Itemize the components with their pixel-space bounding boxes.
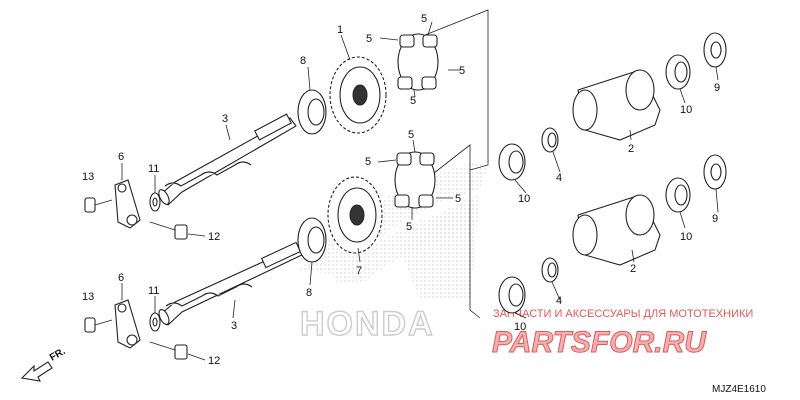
washer-lower [149,312,161,332]
bolt-13-upper [84,197,113,213]
callout-10-c: 10 [680,104,692,116]
drum-2-upper [572,69,661,141]
callout-3-lower: 3 [231,320,237,332]
shift-arm-lower [114,299,141,349]
callout-4-upper: 4 [556,172,562,184]
callout-11-lower: 11 [148,285,159,297]
callout-8-upper: 8 [300,55,306,67]
callout-1: 1 [337,24,343,36]
callout-6-upper: 6 [118,151,124,163]
bearing-10-b [498,276,526,314]
callout-5-a: 5 [366,33,372,45]
bearing-10-d [665,177,691,213]
shaft-upper [158,113,297,206]
watermark-site: PARTSFOR.RU [492,326,707,359]
leader-lines [121,21,719,361]
callout-9-lower: 9 [712,213,718,225]
callout-5-c: 5 [459,65,465,77]
washer-upper [149,192,161,212]
collar-4-upper [541,127,559,153]
callout-11-upper: 11 [148,163,159,175]
bearing-10-c [665,54,691,90]
callout-3-upper: 3 [222,113,228,125]
collar-4-lower [541,257,559,283]
washer-9-upper [703,32,727,68]
watermark-tagline: ЗАПЧАСТИ И АКСЕССУАРЫ ДЛЯ МОТОТЕХНИКИ [493,308,753,320]
callout-5-d: 5 [410,95,416,107]
seal-8-lower [297,217,327,263]
diagram-code: MJZ4E1610 [712,384,766,395]
callout-9-upper: 9 [714,82,720,94]
callout-5-f: 5 [408,129,414,141]
assembly-brackets [424,9,489,319]
bolt-12-upper [149,221,188,240]
damper-set-upper [397,33,439,91]
washer-9-lower [703,154,727,190]
seal-8-upper [297,89,327,135]
damper-set-lower [394,151,436,209]
drum-2-lower [572,194,661,266]
callout-2-lower: 2 [630,263,636,275]
honda-watermark-text: HONDA [300,305,435,343]
callout-10-d: 10 [680,231,692,243]
callout-12-upper: 12 [208,231,220,243]
callout-7: 7 [356,265,362,277]
shift-arm-upper [114,179,141,229]
callout-12-lower: 12 [208,355,220,367]
callout-13-upper: 13 [82,171,94,183]
callout-6-lower: 6 [118,272,124,284]
callout-5-b: 5 [421,13,427,25]
callout-10-b: 10 [514,321,526,333]
callout-4-lower: 4 [556,295,562,307]
callout-5-g: 5 [455,193,461,205]
front-direction-arrow: FR. [20,346,68,382]
callout-2-upper: 2 [628,143,634,155]
direction-label: FR. [48,346,68,364]
callout-13-lower: 13 [82,291,94,303]
callout-8-lower: 8 [306,287,312,299]
bearing-10-a [498,143,526,181]
sprocket-1 [329,56,387,134]
callout-10-a: 10 [518,193,530,205]
shaft-lower [158,241,307,326]
callout-5-e: 5 [365,156,371,168]
bolt-12-lower [149,341,188,360]
sprocket-7 [327,176,383,254]
callout-5-h: 5 [406,221,412,233]
bolt-13-lower [84,317,113,333]
callout-labels: 1 8 3 6 11 13 12 5 5 5 5 5 5 5 5 2 4 10 … [82,13,720,367]
